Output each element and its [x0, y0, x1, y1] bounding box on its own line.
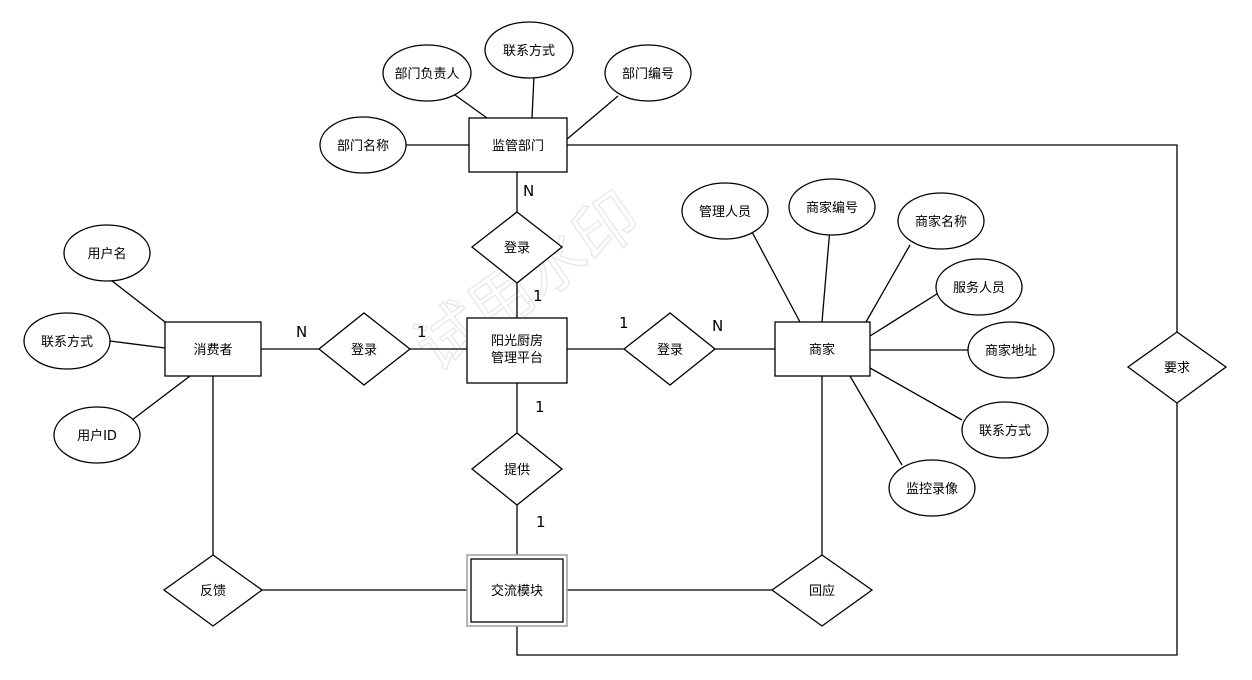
- attribute-surveillance[interactable]: 监控录像: [888, 459, 976, 517]
- relationship-provide-label: 提供: [504, 462, 530, 478]
- cardinality-right-outer: N: [712, 317, 723, 335]
- attribute-dept-head[interactable]: 部门负责人: [382, 44, 472, 102]
- cardinality-top-upper: N: [523, 182, 534, 200]
- attribute-user-id-label: 用户ID: [77, 428, 117, 444]
- entity-consumer-label: 消费者: [193, 343, 232, 358]
- attribute-merchant-contact[interactable]: 联系方式: [961, 401, 1049, 459]
- attribute-manager-label: 管理人员: [699, 205, 751, 220]
- attribute-merchant-id-label: 商家编号: [806, 200, 858, 216]
- cardinality-left-inner: 1: [417, 323, 427, 341]
- cardinality-right-inner: 1: [619, 314, 629, 332]
- entity-consumer[interactable]: 消费者: [164, 321, 262, 377]
- cardinality-provide-upper: 1: [535, 398, 545, 416]
- relationship-require-label: 要求: [1164, 361, 1190, 376]
- attribute-service-staff[interactable]: 服务人员: [935, 258, 1023, 316]
- attribute-dept-head-label: 部门负责人: [394, 67, 459, 82]
- attribute-user-contact[interactable]: 联系方式: [23, 312, 111, 370]
- attribute-dept-name[interactable]: 部门名称: [319, 116, 407, 174]
- entity-platform[interactable]: 阳光厨房 管理平台: [466, 317, 568, 384]
- attribute-username-label: 用户名: [87, 246, 126, 262]
- entity-platform-label-line1: 阳光厨房: [491, 333, 543, 349]
- relationship-login-right-label: 登录: [657, 343, 683, 358]
- relationship-login-top-label: 登录: [504, 241, 530, 256]
- connector-lines: [106, 75, 1178, 656]
- cardinality-provide-lower: 1: [536, 513, 546, 531]
- relationship-respond-label: 回应: [809, 583, 835, 599]
- attribute-merchant-id[interactable]: 商家编号: [788, 178, 876, 236]
- attribute-merchant-contact-label: 联系方式: [979, 423, 1031, 439]
- attribute-user-contact-label: 联系方式: [41, 334, 93, 350]
- attribute-service-staff-label: 服务人员: [953, 280, 1005, 296]
- entity-platform-label-line2: 管理平台: [491, 351, 543, 366]
- attribute-dept-id[interactable]: 部门编号: [604, 44, 692, 102]
- attribute-dept-id-label: 部门编号: [622, 67, 674, 82]
- relationship-feedback-label: 反馈: [200, 584, 226, 599]
- entity-exchange-module[interactable]: 交流模块: [466, 554, 568, 627]
- attribute-merchant-name-label: 商家名称: [915, 214, 967, 230]
- attribute-dept-name-label: 部门名称: [337, 138, 389, 154]
- attribute-merchant-address-label: 商家地址: [985, 343, 1037, 359]
- attribute-dept-contact[interactable]: 联系方式: [484, 21, 574, 79]
- relationship-login-top[interactable]: 登录: [470, 211, 564, 284]
- relationship-require[interactable]: 要求: [1126, 331, 1228, 404]
- relationship-login-left[interactable]: 登录: [317, 312, 412, 386]
- attribute-user-id[interactable]: 用户ID: [53, 406, 141, 464]
- attribute-username[interactable]: 用户名: [63, 224, 151, 282]
- attribute-surveillance-label: 监控录像: [906, 482, 958, 497]
- cardinality-labels: N 1 N 1 1 N 1 1: [296, 182, 723, 531]
- entity-merchant-label: 商家: [809, 342, 835, 358]
- cardinality-left-outer: N: [296, 323, 307, 341]
- entity-exchange-label: 交流模块: [491, 583, 543, 599]
- relationship-provide[interactable]: 提供: [470, 432, 564, 506]
- entity-supervision-department[interactable]: 监管部门: [468, 117, 568, 173]
- cardinality-top-lower: 1: [533, 287, 543, 305]
- entity-supervision-label: 监管部门: [492, 139, 544, 154]
- attribute-merchant-name[interactable]: 商家名称: [897, 192, 985, 250]
- relationship-respond[interactable]: 回应: [770, 554, 874, 627]
- attribute-merchant-address[interactable]: 商家地址: [967, 321, 1055, 379]
- entity-merchant[interactable]: 商家: [774, 321, 871, 377]
- relationship-login-right[interactable]: 登录: [622, 312, 717, 386]
- attribute-manager[interactable]: 管理人员: [681, 182, 769, 240]
- relationship-feedback[interactable]: 反馈: [162, 554, 264, 627]
- attribute-dept-contact-label: 联系方式: [503, 43, 555, 59]
- relationship-login-left-label: 登录: [351, 343, 377, 358]
